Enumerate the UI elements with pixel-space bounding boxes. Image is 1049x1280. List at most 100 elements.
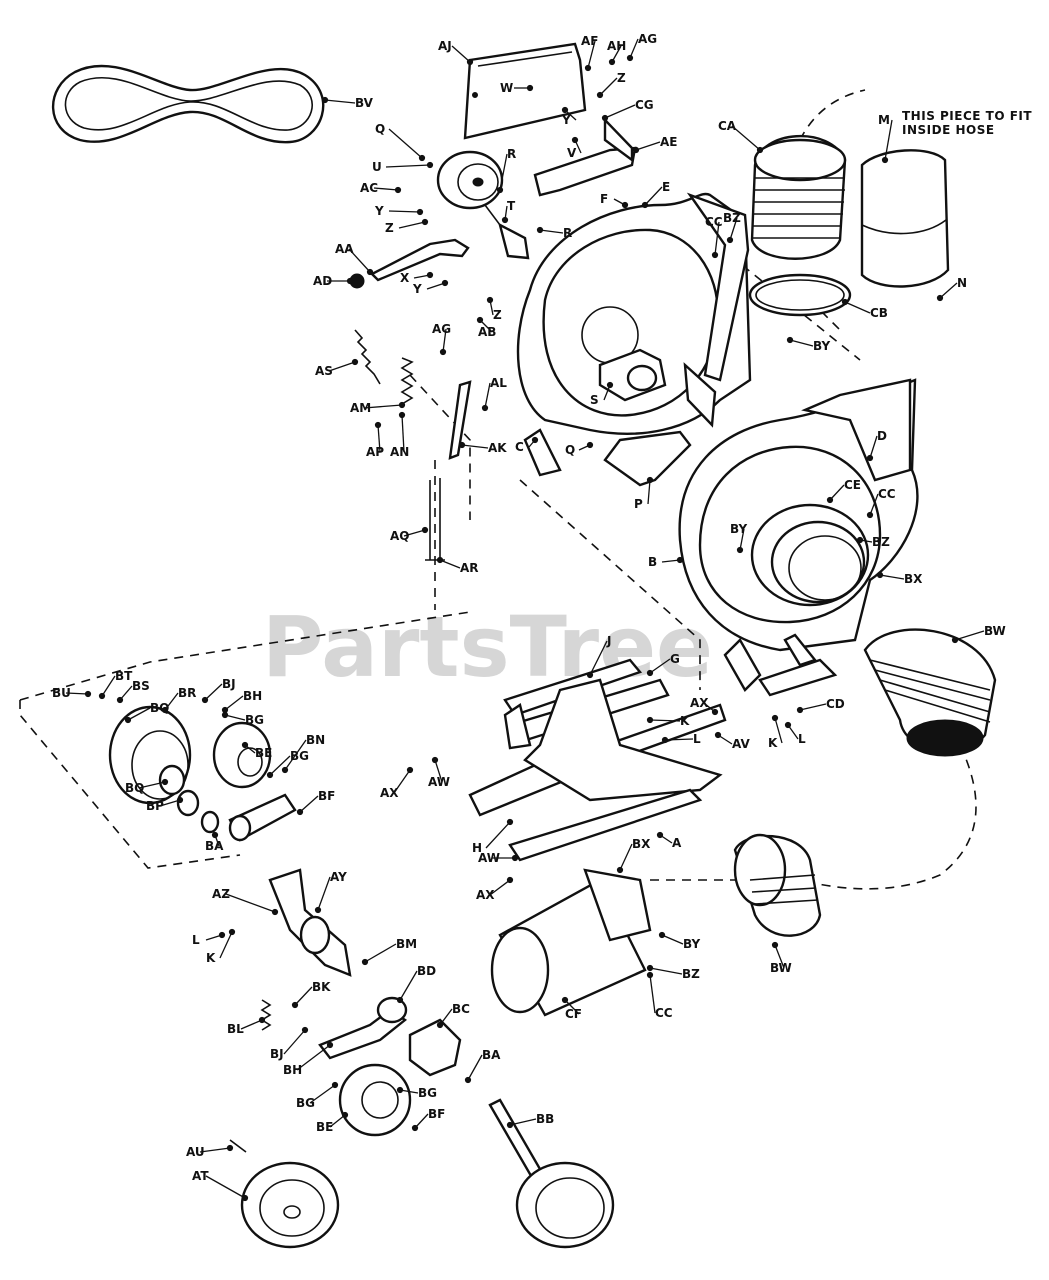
part-label: Z [617,71,626,85]
hardware-dot-2 [608,58,616,66]
part-label: M [878,113,890,127]
hardware-dot-10 [321,96,329,104]
hardware-dot-90 [771,941,779,949]
hardware-dot-38 [374,421,382,429]
rod-ak [448,380,472,460]
belt-bv [51,64,325,144]
part-label: BK [312,980,331,994]
hardware-dot-48 [736,546,744,554]
hardware-dot-88 [561,996,569,1004]
label-leader-23 [714,221,720,256]
part-label: BB [536,1112,554,1126]
part-label: T [507,199,516,213]
hardware-dot-17 [421,218,429,226]
hardware-dot-44 [866,454,874,462]
pulley-be-left [212,721,272,789]
hardware-dot-42 [531,436,539,444]
label-leader-21 [731,125,761,151]
label-leader-55 [65,692,89,695]
hardware-dot-55 [84,690,92,698]
part-label: AD [313,274,332,288]
part-label: Z [385,221,394,235]
part-label: AY [330,870,347,884]
part-label: R [563,226,572,240]
part-label: BH [283,1063,302,1077]
hardware-dot-8 [601,114,609,122]
label-leader-92 [317,876,331,911]
hardware-dot-67 [161,778,169,786]
label-leader-0 [451,45,471,63]
label-leader-52 [403,529,426,537]
part-label: AG [638,32,657,46]
label-leader-17 [398,221,426,229]
hardware-dot-87 [646,964,654,972]
hardware-dot-92 [314,906,322,914]
spring-as [354,329,381,385]
part-label: X [400,271,410,285]
clamp-cb [748,273,852,317]
label-leader-46 [829,484,845,501]
label-leader-109 [509,1118,537,1126]
label-leader-86 [661,934,684,945]
label-leader-45 [647,479,651,505]
hardware-dot-51 [876,571,884,579]
hardware-dot-31 [936,294,944,302]
hardware-dot-103 [396,1086,404,1094]
hardware-dot-69 [211,831,219,839]
label-leader-107 [199,1147,231,1153]
label-leader-64 [269,755,291,776]
hardware-dot-66 [296,808,304,816]
hardware-dot-12 [426,161,434,169]
label-leader-39 [401,414,405,453]
label-leader-106 [467,1054,483,1081]
part-label: BN [306,733,325,747]
label-leader-53 [439,559,461,569]
label-leader-35 [442,328,447,353]
label-leader-90 [774,944,785,969]
part-label: BY [683,937,700,951]
part-label: CC [705,215,723,229]
pulley-u [436,150,504,210]
part-label: G [670,652,680,666]
part-label: CE [844,478,861,492]
part-label: L [693,732,701,746]
label-leader-54 [954,630,985,641]
hardware-dot-26 [346,277,354,285]
arm-bd [318,996,408,1060]
label-leader-5 [599,77,618,96]
hardware-dot-25 [366,268,374,276]
bracket-bc [408,1018,462,1077]
spring-bl [260,999,272,1031]
hose-bw-lower [733,833,822,937]
bracket-ae [533,117,637,197]
bracket-p [603,430,692,487]
label-leader-22 [884,119,893,161]
hardware-dot-18 [621,201,629,209]
hardware-dot-16 [416,208,424,216]
hardware-dot-4 [526,84,534,92]
hardware-dot-60 [201,696,209,704]
part-label: BS [132,679,150,693]
label-leader-56 [101,675,116,697]
hardware-dot-1 [584,64,592,72]
collar-ce-bx [750,503,870,607]
hardware-dot-91 [271,908,279,916]
label-leader-13 [499,153,508,191]
part-label: BZ [682,967,700,981]
hardware-dot-9 [632,146,640,154]
part-label: BJ [222,677,236,691]
part-label: BG [296,1096,315,1110]
hardware-dot-39 [398,411,406,419]
hose-ca [750,135,847,260]
part-label: S [590,393,599,407]
hardware-dot-24 [726,236,734,244]
hardware-dot-78 [506,818,514,826]
note-line-2: INSIDE HOSE [902,123,995,137]
hardware-dot-98 [436,1021,444,1029]
part-label: Z [493,308,502,322]
part-label: W [500,81,513,95]
hardware-dot-49 [856,536,864,544]
part-label: AU [186,1145,205,1159]
part-label: AX [380,786,399,800]
hose-bw-upper [863,628,997,757]
